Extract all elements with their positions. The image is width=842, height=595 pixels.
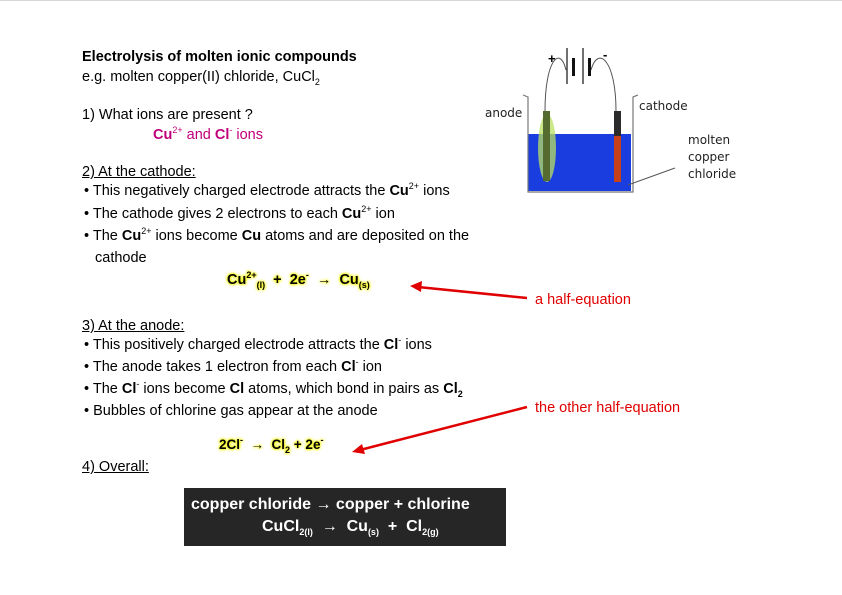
wire-cathode [590,57,617,112]
anode-bullet-2: • The anode takes 1 electron from each C… [84,357,382,376]
cathode-bullet-3-cont: cathode [95,250,147,266]
cathode-half-equation: Cu2+(l) + 2e- → Cu(s) [227,270,370,290]
battery-icon [566,48,591,84]
wire-anode [544,57,567,112]
anode-heading: 3) At the anode: [82,318,185,334]
cathode-electrode [614,111,621,136]
overall-equation-box: copper chloride → copper + chlorine CuCl… [184,488,506,546]
anode-label: anode [485,106,522,120]
electrolyte-label-2: copper [688,150,730,164]
question-1: 1) What ions are present ? [82,107,253,123]
anode-bullet-1: • This positively charged electrode attr… [84,335,432,354]
word-equation: copper chloride → copper + chlorine [191,496,470,513]
cathode-bullet-1: • This negatively charged electrode attr… [84,181,450,200]
electrolyte-label-3: chloride [688,167,736,181]
arrow-to-cathode-equation [410,281,528,300]
cathode-bullet-2: • The cathode gives 2 electrons to each … [84,204,395,223]
ions-answer: Cu2+ and Cl- ions [153,125,263,144]
copper-deposit [614,136,621,182]
negative-terminal: - [603,47,607,62]
subtitle: e.g. molten copper(II) chloride, CuCl2 [82,69,320,87]
anode-bullet-3: • The Cl- ions become Cl atoms, which bo… [84,379,463,399]
top-border [0,0,842,1]
page-title: Electrolysis of molten ionic compounds [82,49,357,65]
cathode-label: cathode [639,99,688,113]
cathode-heading: 2) At the cathode: [82,164,196,180]
arrow-to-anode-equation [352,405,528,454]
electrolyte-label-1: molten [688,133,730,147]
beaker [522,94,639,193]
overall-heading: 4) Overall: [82,459,149,475]
positive-terminal: + [548,51,556,66]
half-equation-label: a half-equation [535,292,631,308]
anode-bullet-4: • Bubbles of chlorine gas appear at the … [84,403,378,419]
anode-electrode [543,111,550,181]
cathode-bullet-3: • The Cu2+ ions become Cu atoms and are … [84,226,470,245]
anode-half-equation: 2Cl- → Cl2 + 2e- [219,435,324,455]
symbol-equation: CuCl2(l) → Cu(s) + Cl2(g) [262,518,439,537]
label-pointer [627,167,676,186]
other-half-equation-label: the other half-equation [535,400,681,416]
